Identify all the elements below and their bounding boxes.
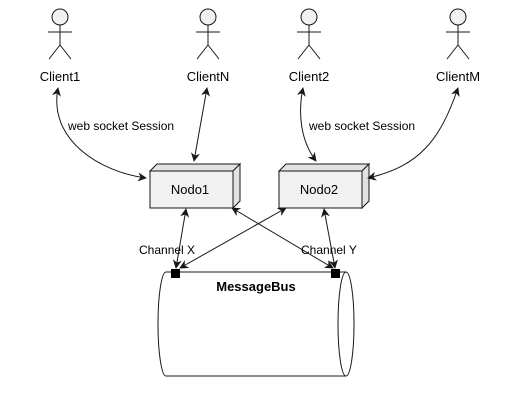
channel-x-port: [171, 269, 180, 278]
node-label-nodo2: Nodo2: [300, 182, 338, 197]
node-label-nodo1: Nodo1: [171, 182, 209, 197]
actor-label-client2: Client2: [289, 69, 329, 84]
edge-nodo1-channel-y: [231, 207, 334, 269]
edge-label-session-right: web socket Session: [308, 119, 415, 133]
actor-label-clientn: ClientN: [187, 69, 230, 84]
actor-client1: Client1: [40, 8, 80, 84]
edge-nodo2-channel-x: [179, 207, 287, 269]
node-side-face: [232, 162, 241, 210]
message-bus-end-cap: [337, 271, 347, 377]
edge-nodo2-channel-y: [321, 208, 338, 269]
edge-label-channel-y: Channel Y: [301, 243, 357, 257]
actor-clientm: ClientM: [436, 8, 480, 84]
edge-client2-nodo2: [296, 87, 317, 162]
edge-label-session-left: web socket Session: [67, 119, 174, 133]
message-bus: MessageBus: [157, 271, 355, 377]
edge-nodo1-channel-x: [172, 208, 190, 269]
node-nodo2: Nodo2: [277, 162, 371, 210]
node-nodo1: Nodo1: [148, 162, 242, 210]
node-top-face: [277, 163, 371, 172]
edge-clientm-nodo2: [367, 87, 460, 181]
person-icon: [196, 8, 220, 60]
actor-label-client1: Client1: [40, 69, 80, 84]
node-side-face: [361, 162, 370, 210]
actor-client2: Client2: [289, 8, 329, 84]
edge-label-channel-x: Channel X: [139, 243, 195, 257]
person-icon: [297, 8, 321, 60]
message-bus-label: MessageBus: [216, 279, 295, 294]
actor-clientn: ClientN: [187, 8, 230, 84]
edge-clientn-nodo1: [190, 87, 211, 162]
actor-label-clientm: ClientM: [436, 69, 480, 84]
edge-client1-nodo1: [52, 87, 147, 182]
node-front-face: [149, 170, 234, 209]
channel-y-port: [331, 269, 340, 278]
person-icon: [446, 8, 470, 60]
node-top-face: [148, 163, 242, 172]
person-icon: [48, 8, 72, 60]
